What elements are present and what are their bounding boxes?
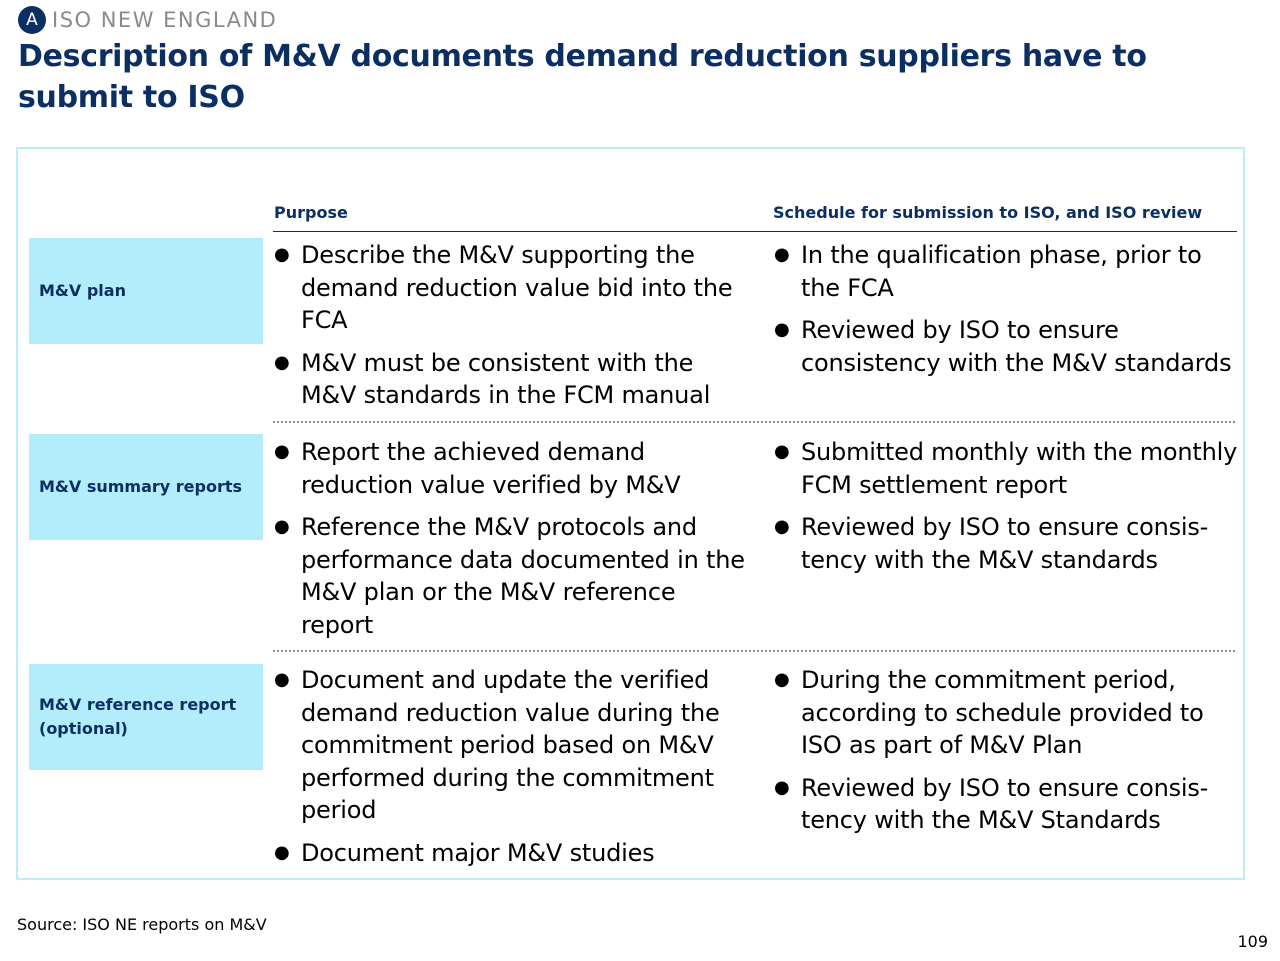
row-3-purpose-list: Document and update the verified demand …	[274, 664, 752, 879]
column-header-schedule: Schedule for submission to ISO, and ISO …	[773, 203, 1203, 222]
source-note: Source: ISO NE reports on M&V	[17, 915, 267, 934]
row-label-mv-summary-reports: M&V summary reports	[29, 434, 263, 540]
list-item: Document and update the verified demand …	[274, 664, 752, 827]
row-separator	[273, 421, 1235, 423]
page-title: Description of M&V documents demand redu…	[18, 39, 1147, 115]
page-number: 109	[1237, 932, 1268, 951]
row-2-purpose-list: Report the achieved demand reduction val…	[274, 436, 752, 651]
row-1-purpose-list: Describe the M&V supporting the demand r…	[274, 239, 752, 422]
row-1-schedule-list: In the qualification phase, prior to the…	[774, 239, 1240, 389]
list-item: Reviewed by ISO to ensure consis-tency w…	[774, 772, 1240, 837]
header-rule	[273, 231, 1237, 232]
list-item: Reference the M&V protocols and performa…	[274, 511, 752, 641]
list-item: Document major M&V studies	[274, 837, 752, 870]
list-item: Describe the M&V supporting the demand r…	[274, 239, 752, 337]
column-header-purpose: Purpose	[274, 203, 348, 222]
section-badge: A	[18, 6, 46, 34]
list-item: Reviewed by ISO to ensure consis-tency w…	[774, 511, 1240, 576]
section-name: ISO NEW ENGLAND	[52, 8, 278, 32]
row-label-mv-reference-report: M&V reference report (optional)	[29, 664, 263, 770]
list-item: Report the achieved demand reduction val…	[274, 436, 752, 501]
table-frame	[16, 147, 1245, 880]
list-item: Submitted monthly with the monthly FCM s…	[774, 436, 1240, 501]
row-label-mv-plan: M&V plan	[29, 238, 263, 344]
list-item: Reviewed by ISO to ensure consistency wi…	[774, 314, 1240, 379]
section-tag: A ISO NEW ENGLAND	[18, 6, 277, 34]
list-item: During the commitment period, according …	[774, 664, 1240, 762]
row-2-schedule-list: Submitted monthly with the monthly FCM s…	[774, 436, 1240, 586]
list-item: In the qualification phase, prior to the…	[774, 239, 1240, 304]
row-3-schedule-list: During the commitment period, according …	[774, 664, 1240, 847]
list-item: M&V must be consistent with the M&V stan…	[274, 347, 752, 412]
row-separator	[273, 650, 1235, 652]
